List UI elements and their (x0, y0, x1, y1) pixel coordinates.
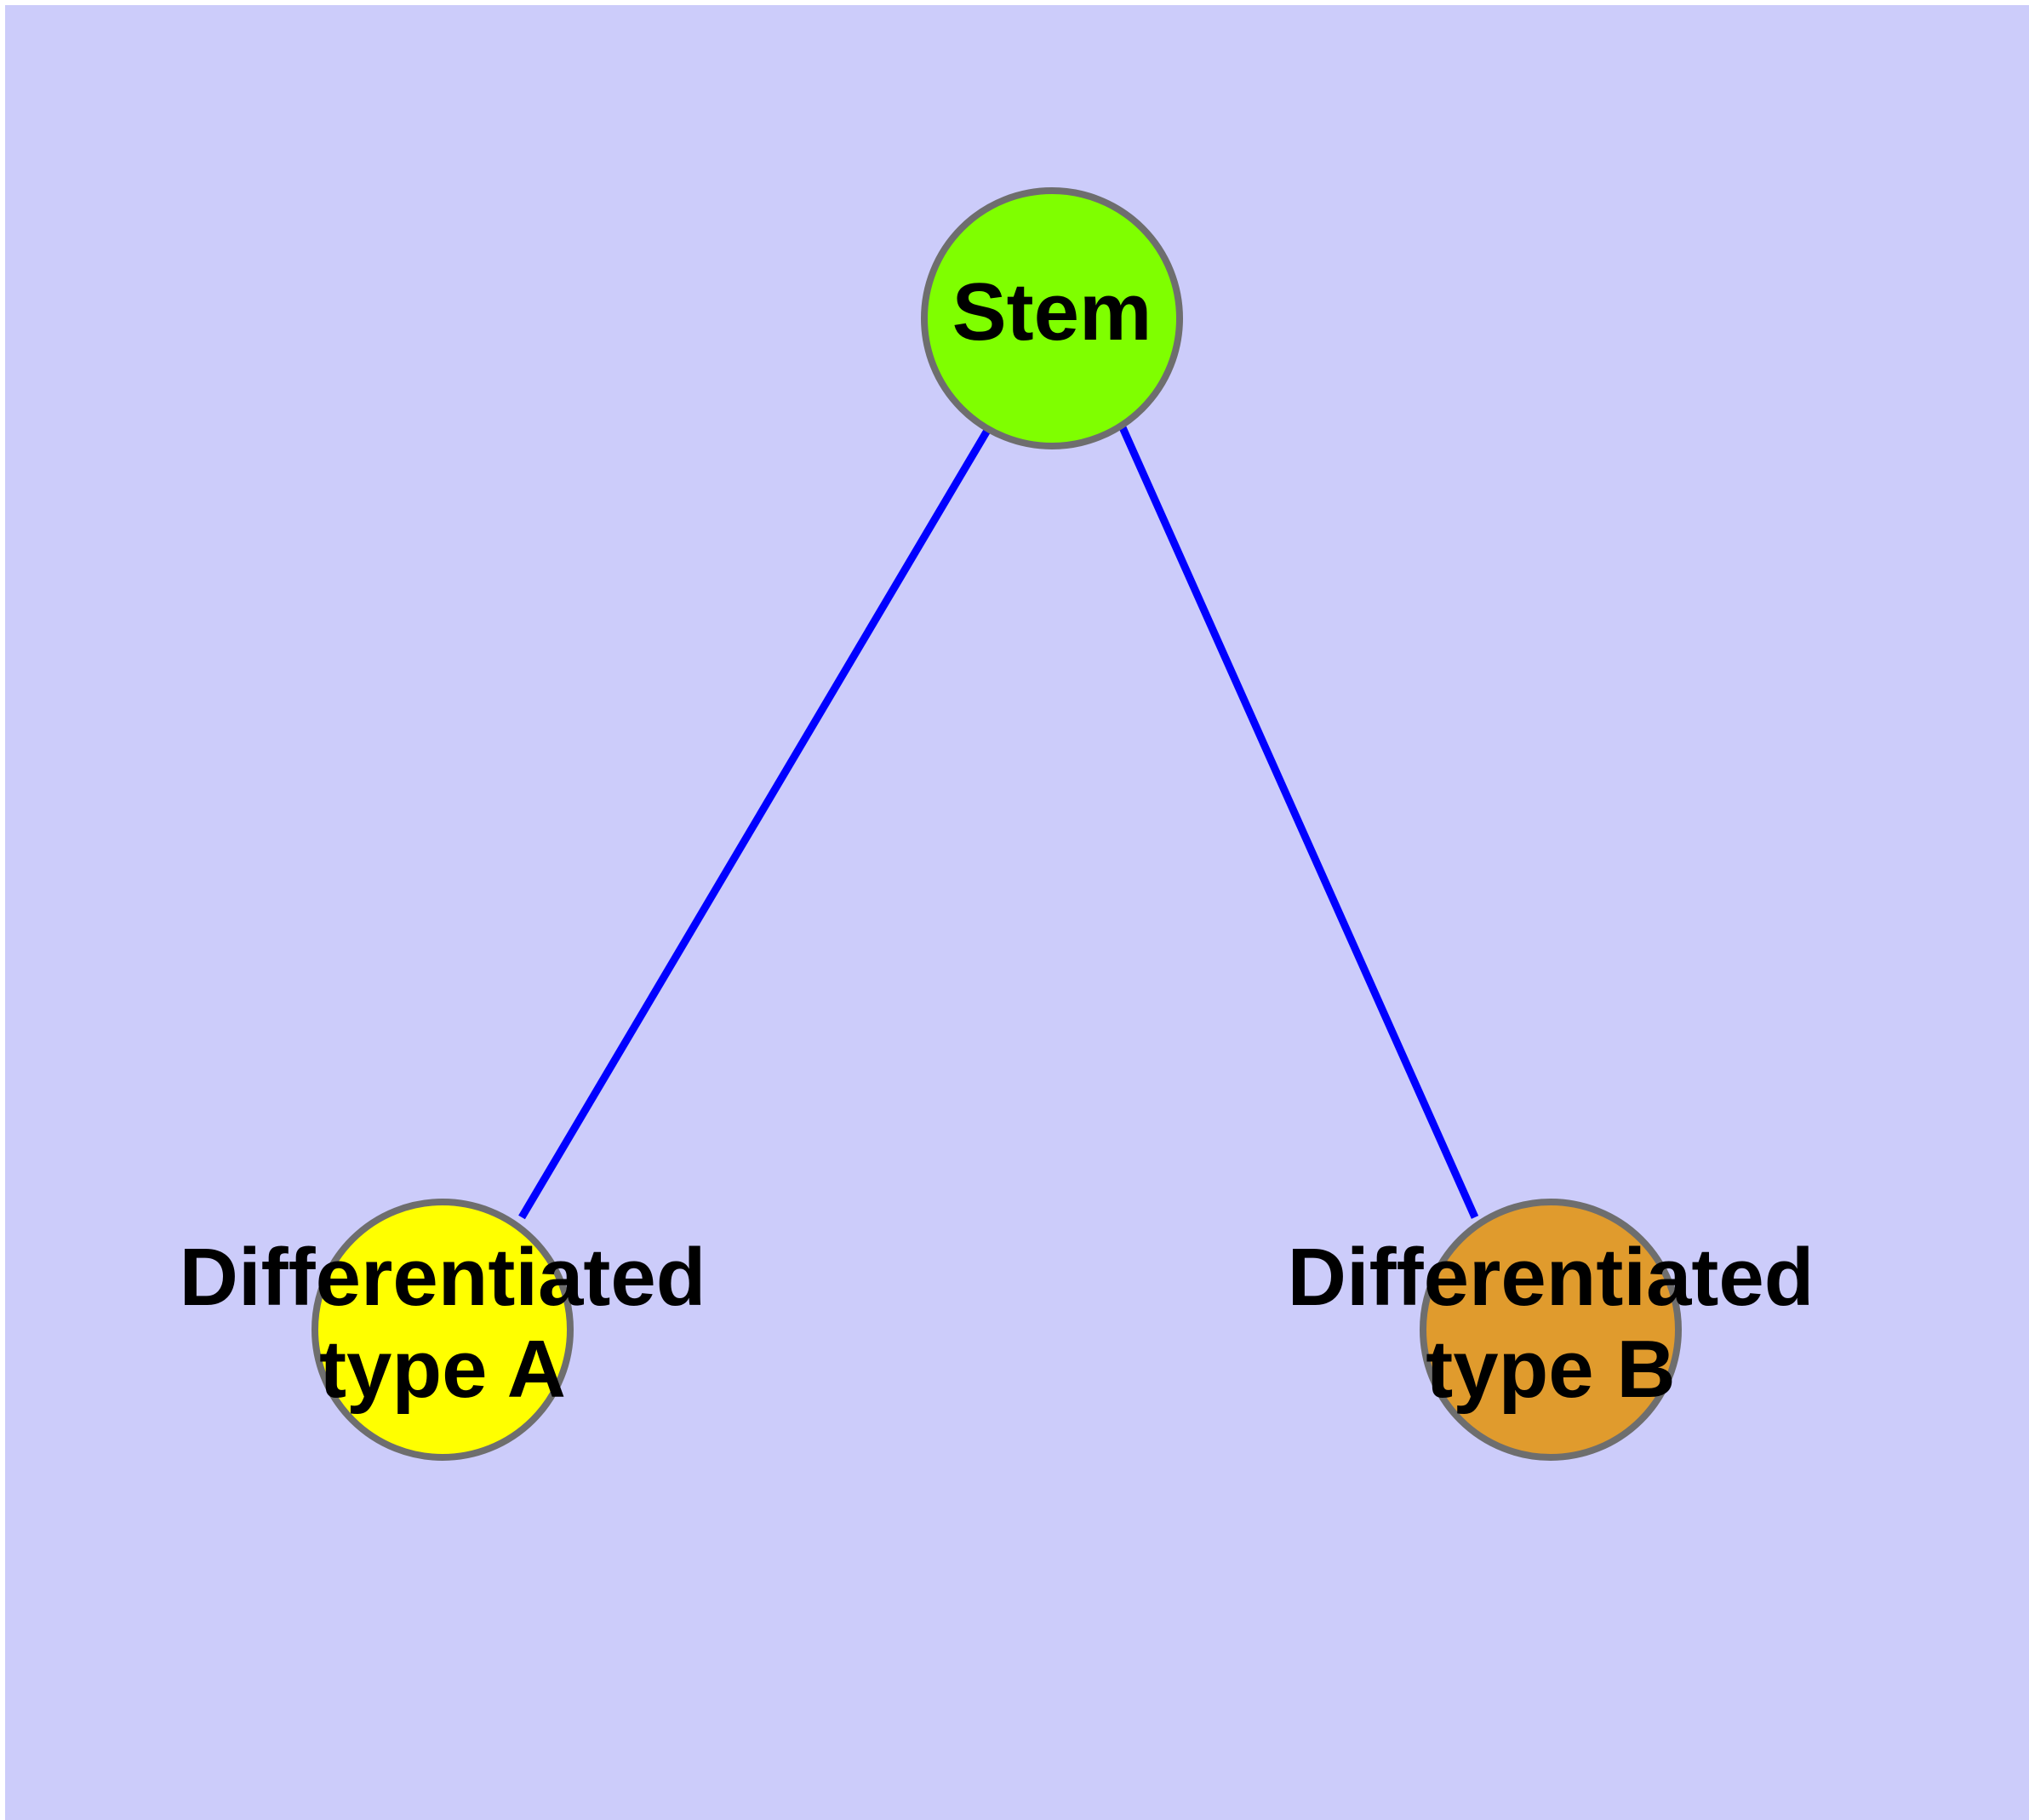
edges-layer (518, 424, 1479, 1220)
node-differentiated-type-b-circle[interactable] (1420, 1199, 1682, 1461)
node-stem-circle[interactable] (921, 187, 1183, 449)
edge-stem-to-differentiated-type-a[interactable] (518, 426, 992, 1220)
node-stem-label: Stem (952, 266, 1152, 358)
node-stem[interactable]: Stem (921, 187, 1183, 449)
node-differentiated-type-a-circle[interactable] (311, 1199, 574, 1461)
edge-stem-to-differentiated-type-b[interactable] (1117, 424, 1479, 1219)
